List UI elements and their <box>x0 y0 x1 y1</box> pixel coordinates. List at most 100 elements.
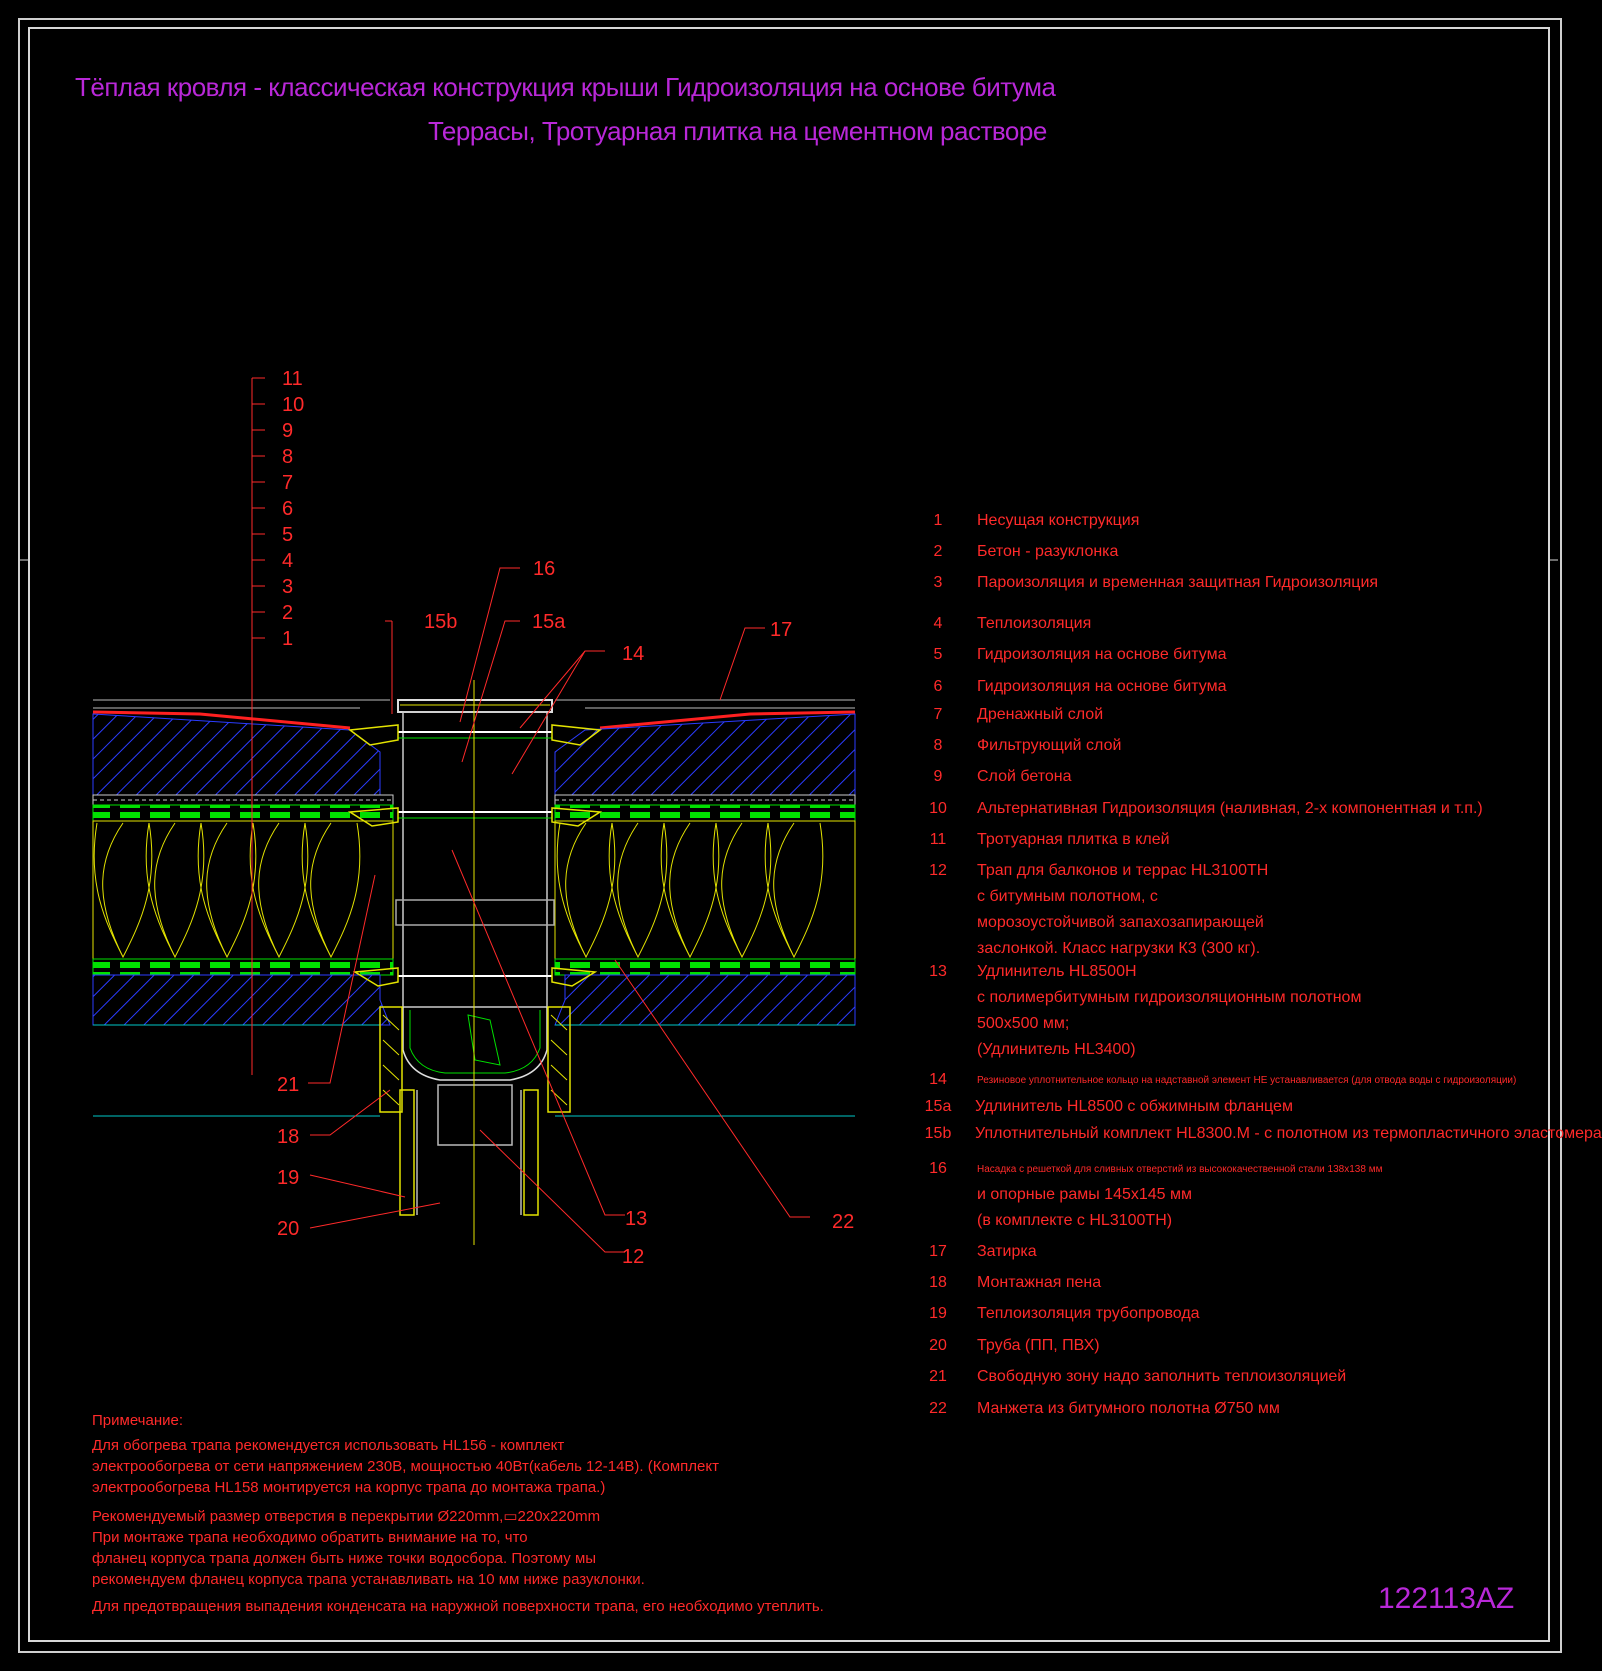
layer-scale-label: 5 <box>282 524 293 546</box>
legend-text: Гидроизоляция на основе битума <box>977 646 1227 663</box>
legend-text: Труба (ПП, ПВХ) <box>977 1337 1100 1354</box>
legend-text: Слой бетона <box>977 768 1072 785</box>
legend-number: 22 <box>929 1400 947 1417</box>
callout-18: 18 <box>277 1126 299 1148</box>
notes-heading: Примечание: <box>92 1412 183 1429</box>
legend-number: 15a <box>924 1098 952 1115</box>
notes-line: электрообогрева HL158 монтируется на кор… <box>92 1479 606 1496</box>
legend-number: 18 <box>929 1274 947 1291</box>
layer-scale-label: 8 <box>282 446 293 468</box>
callout-20: 20 <box>277 1218 299 1240</box>
right-layers <box>554 699 856 1117</box>
legend-text: Трап для балконов и террас HL3100TH <box>977 862 1269 879</box>
legend-number: 14 <box>929 1071 947 1088</box>
legend-text: Фильтрующий слой <box>977 737 1122 754</box>
legend-number: 12 <box>929 862 947 879</box>
callout-21: 21 <box>277 1074 299 1096</box>
legend-text: заслонкой. Класс нагрузки К3 (300 кг). <box>977 940 1261 957</box>
legend-text: Насадка с решеткой для сливных отверстий… <box>977 1164 1383 1175</box>
callout-14: 14 <box>622 643 644 665</box>
drain-assembly <box>347 680 603 1245</box>
notes-line: фланец корпуса трапа должен быть ниже то… <box>92 1550 597 1567</box>
layer-scale-label: 6 <box>282 498 293 520</box>
insulation-wave <box>556 822 616 959</box>
legend-text: Резиновое уплотнительное кольцо на надст… <box>977 1075 1517 1086</box>
legend-number: 6 <box>933 678 943 695</box>
legend-text: Теплоизоляция <box>977 615 1092 632</box>
legend-number: 2 <box>933 543 943 560</box>
insulation-wave <box>712 822 772 959</box>
insulation-wave <box>145 822 205 959</box>
legend-number: 20 <box>929 1337 947 1354</box>
legend-text: морозоустойчивой запахозапирающей <box>977 914 1264 931</box>
legend-number: 21 <box>929 1368 947 1385</box>
left-layers <box>92 699 394 1117</box>
legend-number: 17 <box>929 1243 947 1260</box>
legend-text: Затирка <box>977 1243 1037 1260</box>
layer-scale-label: 9 <box>282 420 293 442</box>
insulation-wave <box>608 822 668 959</box>
legend-text: Теплоизоляция трубопровода <box>977 1305 1200 1322</box>
legend-text: Несущая конструкция <box>977 512 1140 529</box>
legend-text: и опорные рамы 145x145 мм <box>977 1186 1192 1203</box>
legend-text: Тротуарная плитка в клей <box>977 831 1170 848</box>
legend-text: Альтернативная Гидроизоляция (наливная, … <box>977 800 1483 817</box>
thermal-insulation-waves <box>93 822 824 959</box>
legend-number: 1 <box>933 512 943 529</box>
legend-number: 4 <box>933 615 943 632</box>
legend-number: 11 <box>929 831 947 848</box>
legend-text: Манжета из битумного полотна Ø750 мм <box>977 1400 1280 1417</box>
legend-text: Свободную зону надо заполнить теплоизоля… <box>977 1368 1347 1385</box>
layer-scale-label: 4 <box>282 550 293 572</box>
leader-lines <box>308 567 810 1253</box>
layer-scale-label: 7 <box>282 472 293 494</box>
callout-15a: 15a <box>532 611 566 633</box>
legend-text: с полимербитумным гидроизоляционным поло… <box>977 989 1362 1006</box>
notes-line: Рекомендуемый размер отверстия в перекры… <box>92 1508 601 1525</box>
legend-text: Уплотнительный комплект HL8300.M - с пол… <box>975 1125 1602 1142</box>
legend-text: Бетон - разуклонка <box>977 543 1119 560</box>
layer-scale-label: 3 <box>282 576 293 598</box>
notes-line: электрообогрева от сети напряжением 230В… <box>92 1458 719 1475</box>
legend-text: (в комплекте с HL3100TH) <box>977 1212 1173 1229</box>
legend-number: 15b <box>924 1125 952 1142</box>
callout-13: 13 <box>625 1208 647 1230</box>
notes-line: При монтаже трапа необходимо обратить вн… <box>92 1529 528 1546</box>
notes-line: Для обогрева трапа рекомендуется использ… <box>92 1437 565 1454</box>
legend-text: Дренажный слой <box>977 706 1104 723</box>
drawing-title-line-1: Тёплая кровля - классическая конструкция… <box>75 72 1056 102</box>
insulation-wave <box>764 822 824 959</box>
legend-text: Удлинитель HL8500H <box>977 963 1137 980</box>
legend-number: 10 <box>929 800 947 817</box>
legend-number: 9 <box>933 768 943 785</box>
legend-text: Пароизоляция и временная защитная Гидрои… <box>977 574 1379 591</box>
layer-scale-label: 2 <box>282 602 293 624</box>
callout-15b: 15b <box>424 611 457 633</box>
legend-number: 13 <box>929 963 947 980</box>
drawing-title-line-2: Террасы, Тротуарная плитка на цементном … <box>428 116 1047 146</box>
legend-text: (Удлинитель HL3400) <box>977 1041 1136 1058</box>
callout-16: 16 <box>533 558 555 580</box>
insulation-wave <box>249 822 309 959</box>
legend-number: 16 <box>929 1160 947 1177</box>
legend-number: 5 <box>933 646 943 663</box>
legend-text: 500x500 мм; <box>977 1015 1070 1032</box>
notes-line: рекомендуем фланец корпуса трапа устанав… <box>92 1571 645 1588</box>
legend-text: Монтажная пена <box>977 1274 1102 1291</box>
legend-number: 8 <box>933 737 943 754</box>
legend-number: 7 <box>933 706 943 723</box>
layer-scale-label: 11 <box>282 368 303 390</box>
drawing-outer-frame <box>18 18 1562 1653</box>
legend-text: с битумным полотном, с <box>977 888 1158 905</box>
callout-19: 19 <box>277 1167 299 1189</box>
layer-scale-label: 10 <box>282 394 304 416</box>
legend-text: Гидроизоляция на основе битума <box>977 678 1227 695</box>
legend-number: 3 <box>933 574 943 591</box>
drawing-inner-frame <box>28 27 1550 1642</box>
insulation-wave <box>93 822 153 959</box>
insulation-wave <box>660 822 720 959</box>
notes-line: Для предотвращения выпадения конденсата … <box>92 1598 824 1615</box>
